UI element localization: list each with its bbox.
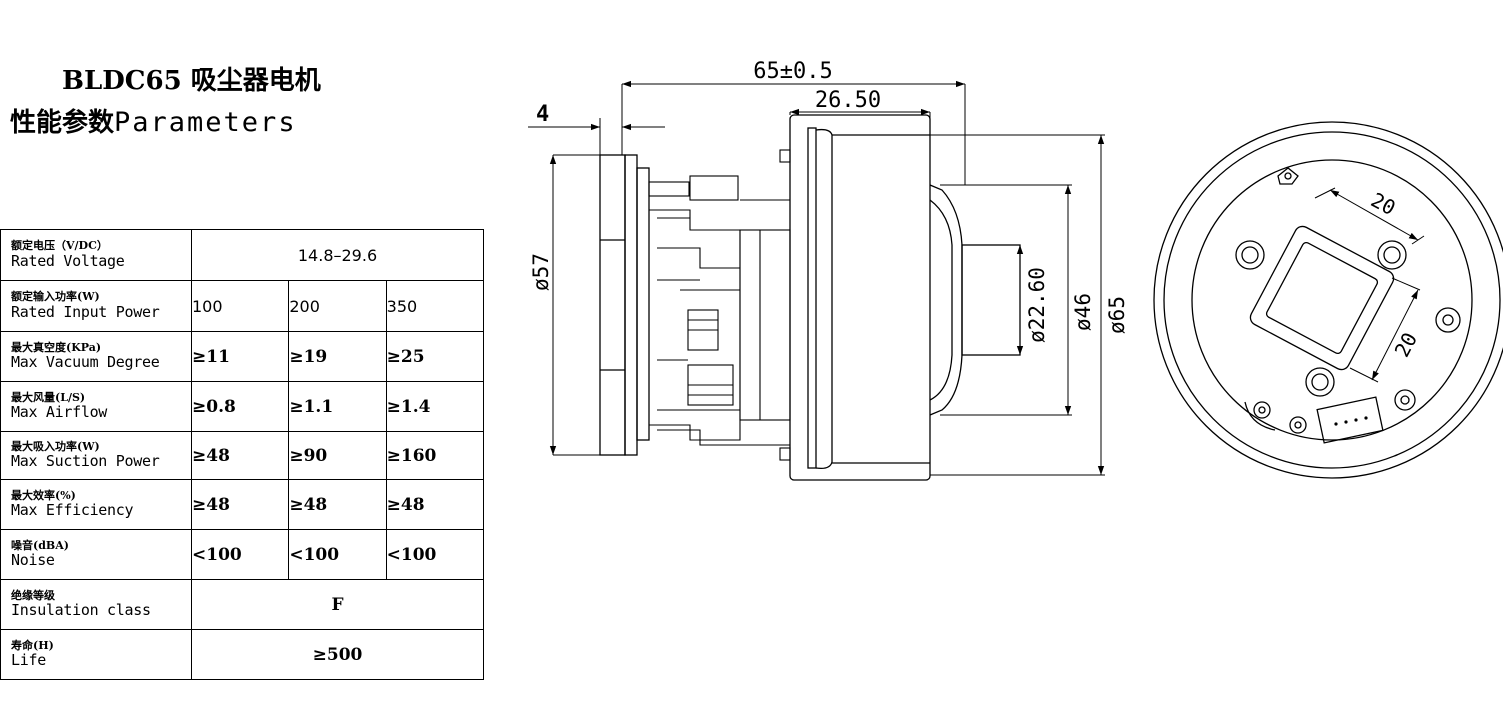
label-en: Life [11,651,46,670]
label-cn: 最大风量(L/S) [11,390,86,404]
table-cell: <100 [190,529,290,580]
parameters-heading-en: Parameters [114,107,297,138]
dim-outlet-diameter: ø22.60 [1025,267,1049,343]
front-view-dimensions [1314,187,1425,383]
table-cell: 100 [190,280,290,332]
label-en: Noise [11,551,55,570]
side-view-dimensions [528,80,1105,476]
flange-lip [624,154,638,456]
table-cell: ≥11 [190,331,290,382]
pcb-connector-region [648,149,791,461]
housing-rim [1163,131,1501,469]
parameters-table: 额定电压（V/DC）Rated Voltage 14.8–29.6 额定输入功率… [0,229,485,680]
label-cn: 额定电压（V/DC） [11,239,108,253]
label-en: Max Efficiency [11,501,134,520]
side-view [599,114,1021,481]
dim-body-diameter-65: ø65 [1105,296,1129,334]
label-cn: 最大吸入功率(W) [11,439,100,453]
table-cell: 200 [288,280,387,332]
inlet-flange [599,154,626,456]
table-cell: ≥25 [385,331,485,382]
label-cn: 额定输入功率(W) [11,290,100,304]
row-label: 额定电压（V/DC）Rated Voltage [0,229,192,281]
label-en: Rated Voltage [11,251,125,270]
table-cell: ≥19 [288,331,387,382]
label-cn: 最大效率(%) [11,488,76,502]
label-cn: 寿命(H) [11,638,54,652]
table-cell: ≥48 [288,479,387,530]
dim-mount-spacing-a: 20 [1367,188,1400,221]
table-cell: ≥90 [288,431,387,480]
front-view [1153,121,1503,479]
motor-body [789,114,931,481]
table-row-max-suction-power: 最大吸入功率(W)Max Suction Power ≥48 ≥90 ≥160 [0,431,485,480]
mount-hole [1377,240,1407,270]
table-cell: ≥160 [385,431,485,480]
table-row-noise: 噪音(dBA)Noise <100 <100 <100 [0,529,485,580]
table-row-max-vacuum: 最大真空度(KPa)Max Vacuum Degree ≥11 ≥19 ≥25 [0,331,485,382]
parameters-heading-cn: 性能参数 [10,108,115,138]
label-en: Rated Input Power [11,302,160,321]
row-label: 噪音(dBA)Noise [0,529,192,580]
label-en: Max Vacuum Degree [11,353,160,372]
dim-flange-thickness: 4 [536,102,549,127]
label-en: Max Suction Power [11,452,160,471]
outlet-shaft [961,244,1021,356]
table-cell: 350 [385,280,485,332]
table-cell: ≥0.8 [190,381,290,432]
label-en: Insulation class [11,601,151,620]
dim-body-length: 26.50 [815,88,881,113]
dim-body-diameter-46: ø46 [1071,293,1095,331]
center-window [1249,225,1395,371]
insulation-class-value: F [191,579,484,630]
row-label: 额定输入功率(W)Rated Input Power [0,280,192,332]
dim-inlet-diameter: ø57 [529,253,553,291]
side-view-labels: 65±0.5 26.50 4 ø57 ø22.60 ø46 ø65 [529,59,1129,343]
mount-hole [1305,367,1335,397]
label-cn: 噪音(dBA) [11,538,69,552]
dim-overall-length: 65±0.5 [753,59,832,84]
table-cell: ≥1.1 [288,381,387,432]
row-label: 最大效率(%)Max Efficiency [0,479,192,530]
outer-housing [1153,121,1503,479]
table-cell: <100 [288,529,387,580]
label-cn: 最大真空度(KPa) [11,340,102,354]
label-en: Max Airflow [11,403,108,422]
mount-hole [1235,240,1265,270]
table-row-max-airflow: 最大风量(L/S)Max Airflow ≥0.8 ≥1.1 ≥1.4 [0,381,485,432]
table-cell: <100 [385,529,485,580]
dim-mount-spacing-b: 20 [1390,328,1423,361]
table-cell: ≥1.4 [385,381,485,432]
drawing-title: BLDC65 吸尘器电机 [62,66,321,96]
row-label: 最大真空度(KPa)Max Vacuum Degree [0,331,192,382]
table-row-max-efficiency: 最大效率(%)Max Efficiency ≥48 ≥48 ≥48 [0,479,485,530]
label-cn: 绝缘等级 [11,588,55,602]
life-value: ≥500 [191,629,484,680]
row-label: 寿命(H)Life [0,629,192,680]
table-row-life: 寿命(H)Life ≥500 [0,629,484,680]
connector [1316,396,1384,444]
parameters-heading: 性能参数Parameters [10,102,297,139]
end-plate [1191,159,1473,441]
table-row-rated-input-power: 额定输入功率(W)Rated Input Power 100 200 350 [0,280,485,332]
